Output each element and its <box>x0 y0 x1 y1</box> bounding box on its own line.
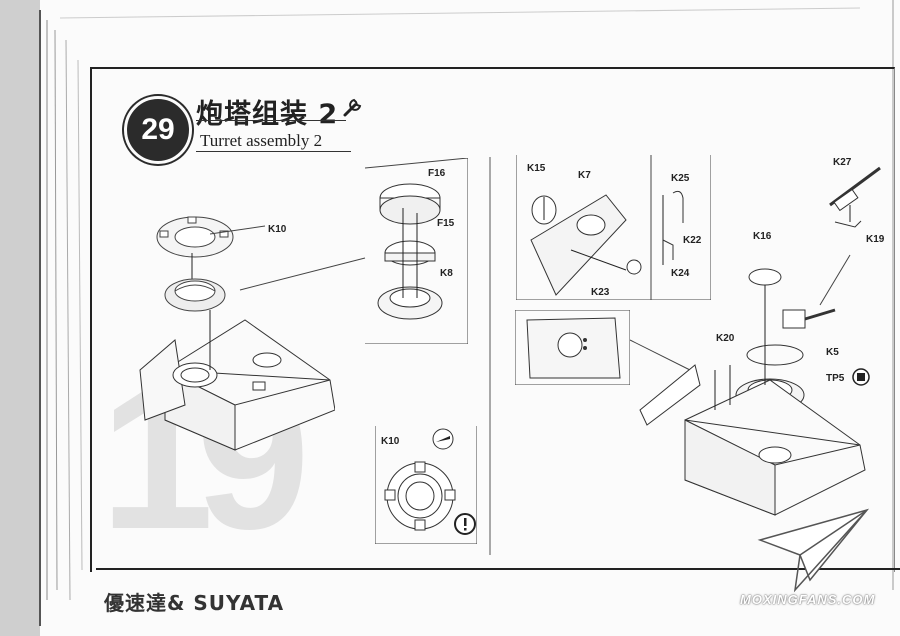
instruction-frame <box>90 67 895 572</box>
label-k7: K7 <box>578 170 591 181</box>
label-k5: K5 <box>826 347 839 358</box>
site-watermark: MOXINGFANS.COM <box>740 592 876 607</box>
k22-k24-k25-panel <box>651 155 711 300</box>
label-f16: F16 <box>428 168 446 179</box>
label-k27: K27 <box>833 157 852 168</box>
k10-detail-panel <box>375 426 477 544</box>
title-underline-en <box>196 151 351 152</box>
step-title-cn: 炮塔组装 2 <box>196 99 339 130</box>
f16-f15-k8-panel <box>365 158 468 344</box>
label-k8: K8 <box>440 268 453 279</box>
turret-assembly-right <box>639 268 866 516</box>
footer-rule <box>96 568 900 570</box>
label-k24: K24 <box>671 268 690 279</box>
label-k10-detail: K10 <box>381 436 400 447</box>
k10-leader <box>210 225 266 235</box>
label-k22: K22 <box>683 235 702 246</box>
step-title-en: Turret assembly 2 <box>200 131 323 150</box>
turret-body-left <box>139 310 335 451</box>
machine-gun-drawing <box>829 166 881 228</box>
paper-plane-logo <box>757 508 870 593</box>
label-f15: F15 <box>437 218 455 229</box>
step-number-badge: 29 <box>124 96 192 164</box>
title-underline <box>196 120 346 121</box>
label-k15: K15 <box>527 163 546 174</box>
wrench-icon <box>343 98 362 117</box>
k10-hatch-drawing <box>156 216 234 312</box>
cutter-icon <box>432 428 454 450</box>
caution-icon <box>454 513 476 535</box>
label-k10: K10 <box>268 224 287 235</box>
label-k25: K25 <box>671 173 690 184</box>
label-k16: K16 <box>753 231 772 242</box>
label-k23: K23 <box>591 287 610 298</box>
paint-icon <box>852 368 870 386</box>
label-tp5: TP5 <box>826 373 845 384</box>
label-k20: K20 <box>716 333 735 344</box>
brand-logo: 優速達& SUYATA <box>104 591 285 615</box>
label-k19: K19 <box>866 234 885 245</box>
k7-painted-view <box>515 310 630 385</box>
k7-hatch-panel <box>516 155 651 300</box>
